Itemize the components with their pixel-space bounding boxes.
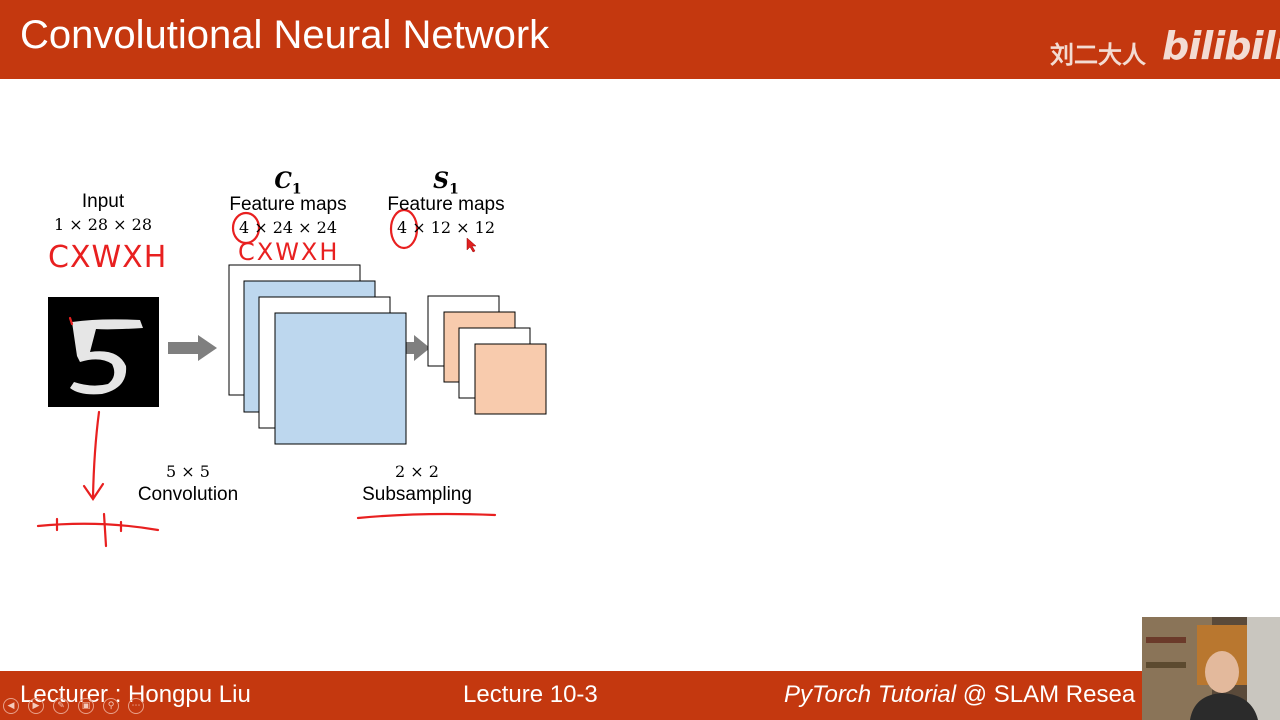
c1-symbol: C1 bbox=[274, 168, 302, 198]
zoom-icon[interactable]: ⚲ bbox=[103, 698, 119, 714]
c1-dims: 4 × 24 × 24 bbox=[238, 218, 338, 237]
title-bar bbox=[0, 0, 1280, 79]
slides-icon[interactable]: ▣ bbox=[78, 698, 94, 714]
ink-annotations bbox=[36, 208, 497, 548]
footer-bar bbox=[0, 671, 1280, 720]
next-slide-icon[interactable]: ▶ bbox=[28, 698, 44, 714]
s1-dims: 4 × 12 × 12 bbox=[396, 218, 496, 237]
pool-kernel-size: 2 × 2 bbox=[395, 462, 439, 481]
conv-arrow bbox=[168, 335, 217, 361]
webcam-overlay bbox=[1142, 617, 1280, 720]
pool-arrow bbox=[406, 335, 430, 361]
slide-title: Convolutional Neural Network bbox=[20, 13, 550, 57]
s1-symbol: S1 bbox=[433, 168, 459, 198]
handwritten-note-input: CXWXH bbox=[48, 240, 168, 275]
input-dims: 1 × 28 × 28 bbox=[53, 215, 153, 234]
bilibili-logo: bilibili bbox=[1162, 24, 1280, 68]
watermark-name: 刘二大人 bbox=[1050, 41, 1146, 69]
c1-feature-maps bbox=[228, 264, 407, 445]
mouse-cursor bbox=[466, 237, 477, 253]
pen-icon[interactable]: ✎ bbox=[53, 698, 69, 714]
s1-feature-maps bbox=[427, 295, 547, 415]
footer-lecture: Lecture 10-3 bbox=[463, 681, 598, 708]
more-icon[interactable]: ⋯ bbox=[128, 698, 144, 714]
conv-label: Convolution bbox=[137, 484, 239, 505]
handwritten-note-c1: CXWXH bbox=[238, 238, 340, 266]
prev-slide-icon[interactable]: ◀ bbox=[3, 698, 19, 714]
s1-heading: Feature maps bbox=[387, 194, 505, 215]
input-digit-image bbox=[48, 297, 159, 407]
input-heading: Input bbox=[81, 191, 125, 212]
c1-heading: Feature maps bbox=[229, 194, 347, 215]
conv-kernel-size: 5 × 5 bbox=[166, 462, 210, 481]
footer-course: PyTorch Tutorial @ SLAM Resea bbox=[784, 681, 1136, 708]
pool-label: Subsampling bbox=[362, 484, 472, 505]
